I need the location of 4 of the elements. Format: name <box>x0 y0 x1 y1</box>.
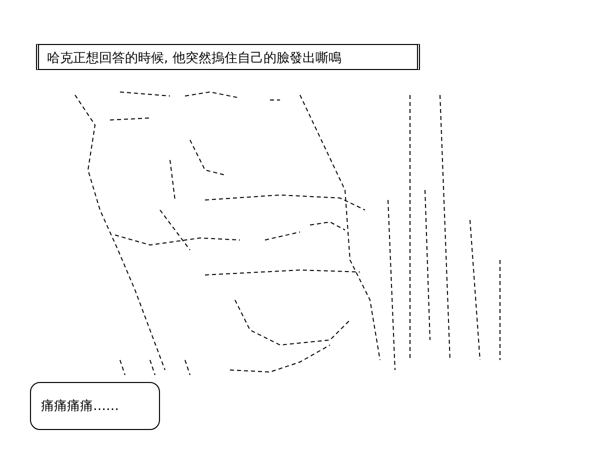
speech-bubble <box>30 382 160 430</box>
speech-text: 痛痛痛痛…… <box>41 399 119 414</box>
caption-box <box>36 44 420 70</box>
narration-text: 哈克正想回答的時候, 他突然摀住自己的臉發出嘶鳴 <box>47 51 342 66</box>
